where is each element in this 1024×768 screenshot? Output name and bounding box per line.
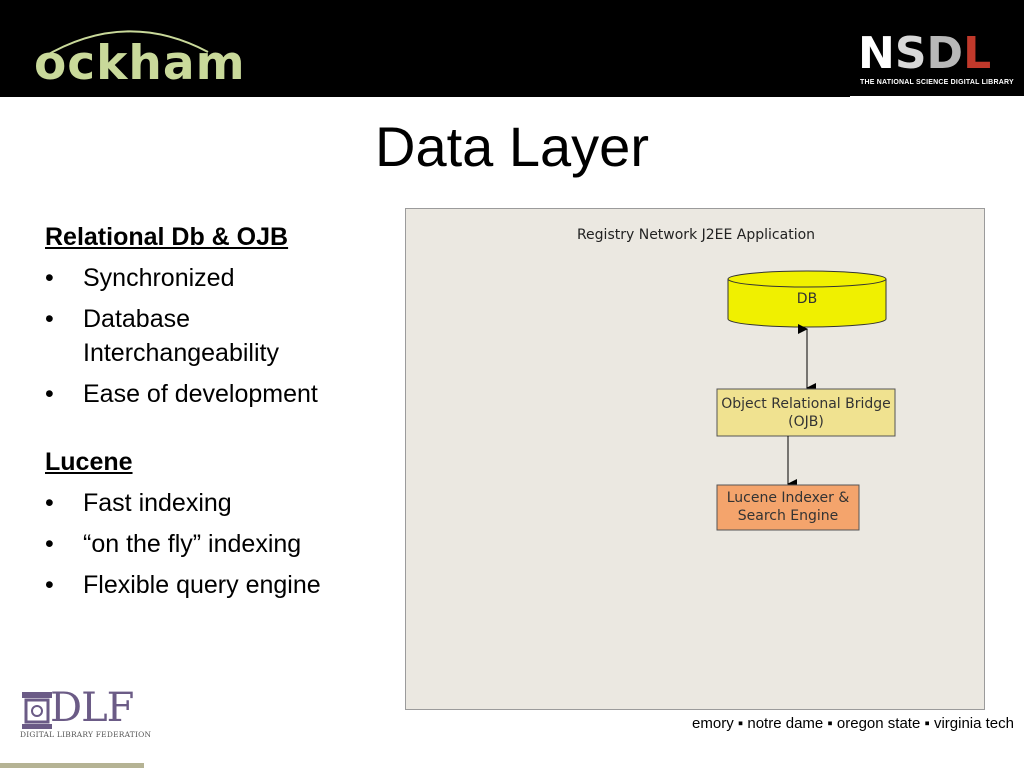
dlf-logo-text: DLF <box>50 685 134 731</box>
nsdl-letter-d: D <box>926 28 964 79</box>
list-item-text: Database Interchangeability <box>83 305 279 367</box>
bullet-icon: • <box>45 489 54 517</box>
bullet-list-relational: • Synchronized • Database Interchangeabili… <box>45 261 385 411</box>
ojb-label-line2: (OJB) <box>788 414 824 430</box>
footer-institutions: emory ▪ notre dame ▪ oregon state ▪ virg… <box>692 715 1014 732</box>
nsdl-logo: N S D L THE NATIONAL SCIENCE DIGITAL LIB… <box>852 27 1024 95</box>
bullet-icon: • <box>45 305 54 333</box>
diagram-title: Registry Network J2EE Application <box>576 227 816 243</box>
nsdl-letter-l: L <box>963 28 992 79</box>
dlf-column-icon <box>22 692 52 729</box>
architecture-diagram: Registry Network J2EE Application DB Obj… <box>405 208 985 710</box>
db-cylinder-top <box>727 270 887 288</box>
slide-title: Data Layer <box>375 115 649 178</box>
section-heading-lucene: Lucene <box>45 448 133 476</box>
list-item: • Flexible query engine <box>45 568 385 602</box>
list-item-text: Fast indexing <box>83 489 232 517</box>
ockham-logo: ockham <box>30 22 245 88</box>
header-bar: ockham N S D L THE NATIONAL SCIENCE DIGI… <box>0 0 1024 96</box>
bullet-list-lucene: • Fast indexing • “on the fly” indexing • F… <box>45 486 385 602</box>
db-cylinder <box>727 270 887 328</box>
bottom-accent-bar <box>0 763 144 768</box>
bullet-icon: • <box>45 264 54 292</box>
list-item-text: Ease of development <box>83 380 318 408</box>
ojb-label: Object Relational Bridge (OJB) <box>717 395 895 431</box>
ojb-label-line1: Object Relational Bridge <box>721 396 891 412</box>
diagram-canvas <box>716 270 896 531</box>
list-item-text: “on the fly” indexing <box>83 530 302 558</box>
list-item: • Synchronized <box>45 261 385 295</box>
bullet-icon: • <box>45 380 54 408</box>
dlf-caption: DIGITAL LIBRARY FEDERATION <box>20 730 152 739</box>
nsdl-tagline: THE NATIONAL SCIENCE DIGITAL LIBRARY <box>860 79 1014 86</box>
db-label: DB <box>796 291 818 307</box>
dlf-logo: DLF DIGITAL LIBRARY FEDERATION <box>20 685 151 742</box>
list-item: • Database Interchangeability <box>45 302 385 370</box>
lucene-label-line2: Search Engine <box>737 508 839 524</box>
nsdl-letter-n: N <box>858 28 895 79</box>
lucene-label-line1: Lucene Indexer & <box>726 490 850 506</box>
ockham-logo-text: ockham <box>34 36 246 91</box>
lucene-label: Lucene Indexer & Search Engine <box>717 489 859 525</box>
list-item: • Ease of development <box>45 377 385 411</box>
bullet-icon: • <box>45 530 54 558</box>
section-heading-relational: Relational Db & OJB <box>45 223 289 251</box>
lucene-box <box>716 484 860 531</box>
list-item: • “on the fly” indexing <box>45 527 385 561</box>
ojb-box <box>716 388 896 437</box>
list-item: • Fast indexing <box>45 486 385 520</box>
bullet-column: Relational Db & OJB • Synchronized • Datab… <box>45 220 385 602</box>
header-divider <box>0 96 850 97</box>
bullet-icon: • <box>45 571 54 599</box>
list-item-text: Flexible query engine <box>83 571 321 599</box>
list-item-text: Synchronized <box>83 264 235 292</box>
nsdl-letter-s: S <box>894 28 927 79</box>
ockham-arc-icon <box>41 30 209 59</box>
